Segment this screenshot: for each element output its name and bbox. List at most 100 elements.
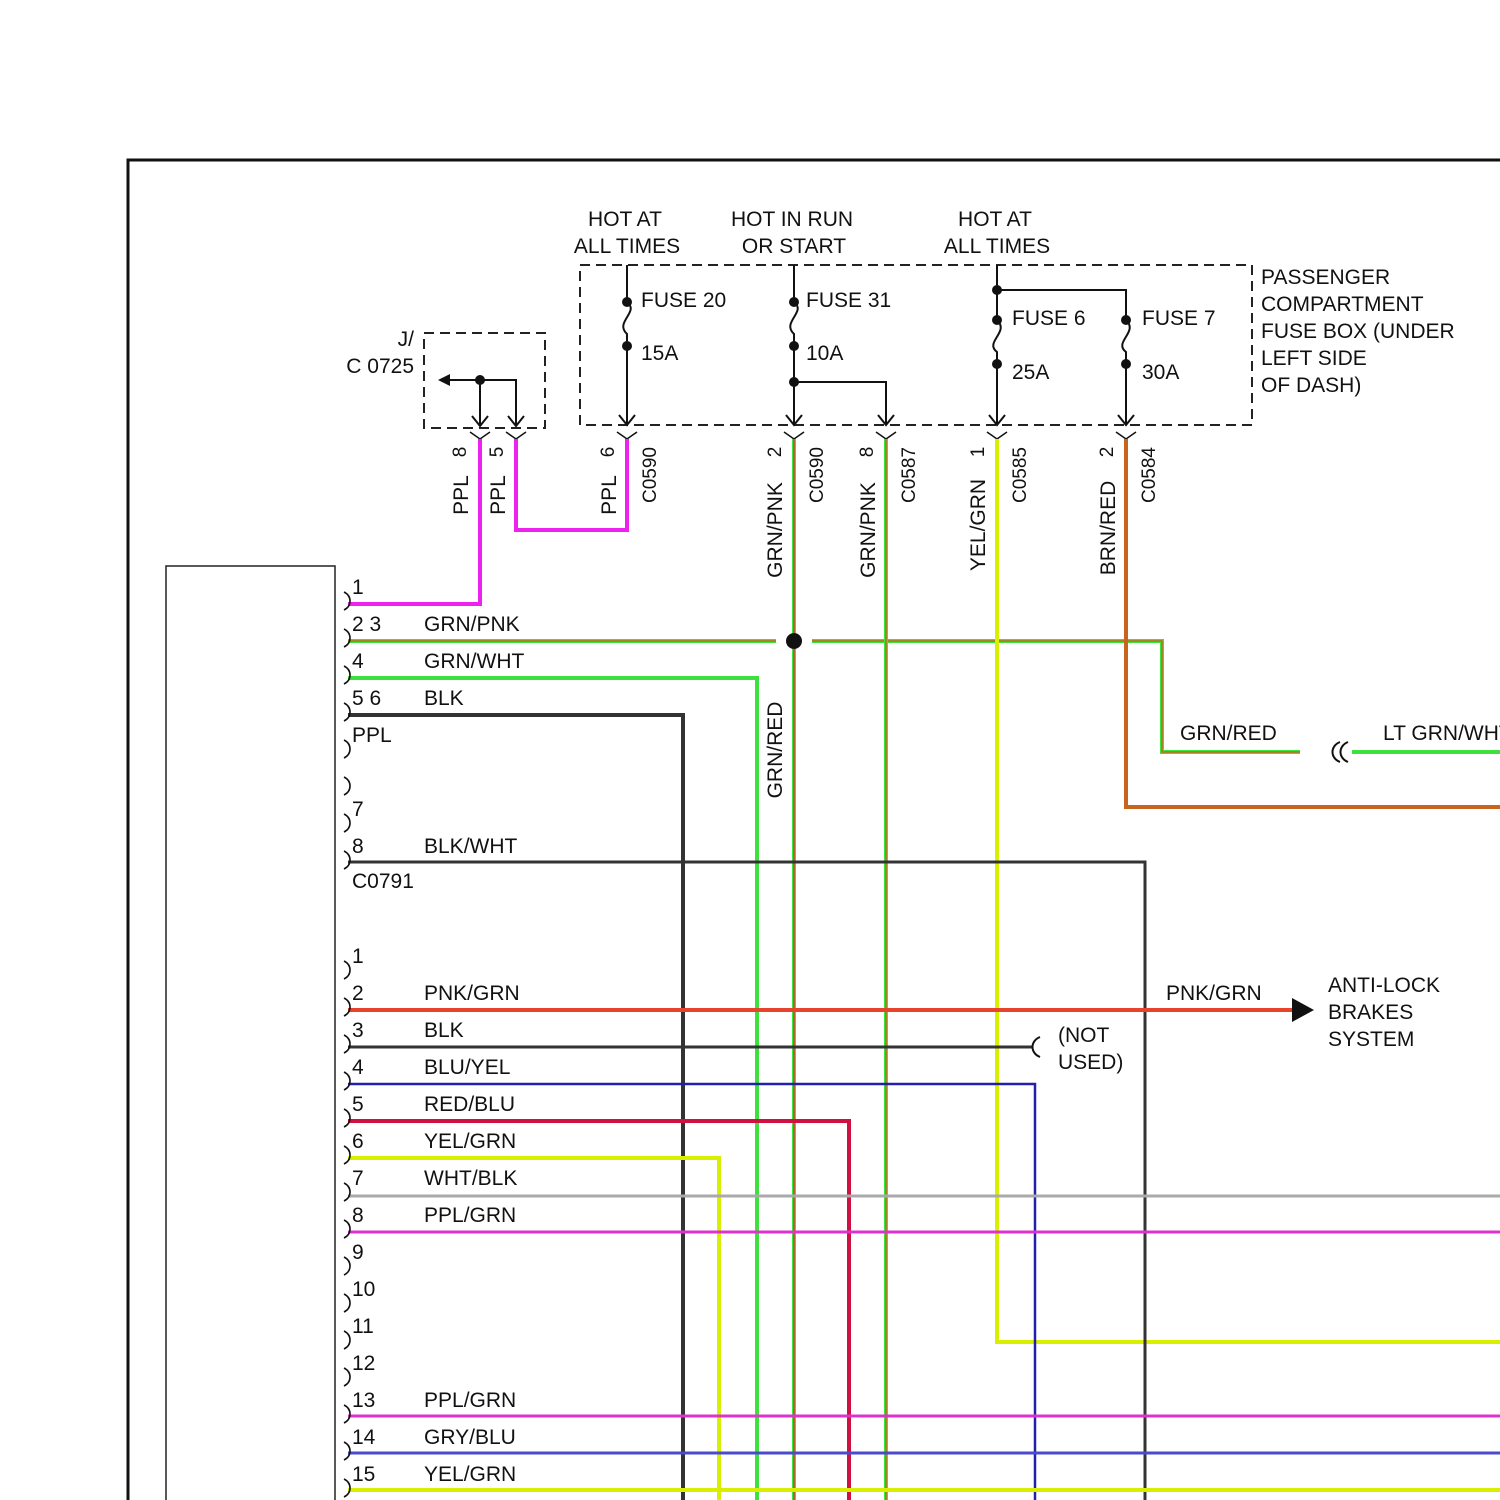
lower-pin-label: 3 — [352, 1019, 364, 1042]
splice-node — [786, 633, 802, 649]
fuse-20-rating: 15A — [641, 342, 678, 365]
fuse6-connector: C0585 — [1010, 447, 1031, 503]
lower-pin-label: 6 — [352, 1130, 364, 1153]
wire-yel-grn-fuse6 — [997, 439, 1500, 1342]
lower-pin-label: 2 — [352, 982, 364, 1005]
junction-arrow-head — [438, 374, 450, 386]
fuse-31-terminal-bottom — [789, 341, 799, 351]
fuse31b-connector: C0587 — [899, 447, 920, 503]
fuse20-pin: 6 — [598, 447, 619, 458]
upper-pin-label: 7 — [352, 798, 364, 821]
lower-pin-label: 1 — [352, 945, 364, 968]
abs-arrow-head — [1292, 998, 1314, 1022]
lower-bracket — [344, 998, 350, 1016]
inline-connector — [1333, 742, 1349, 762]
junction-label-1: J/ — [398, 328, 415, 351]
fuse-box-label-4: LEFT SIDE — [1261, 347, 1367, 370]
lower-pin-label: 12 — [352, 1352, 375, 1375]
lower-pin-label: 10 — [352, 1278, 375, 1301]
fuse-20-terminal-top — [622, 297, 632, 307]
lower-bracket — [344, 961, 350, 979]
fuse20-connector: C0590 — [640, 447, 661, 503]
upper-pin-label: 5 6 — [352, 687, 381, 710]
power-label-hot-in-run-a: HOT IN RUN — [731, 208, 853, 231]
wire-grn-wht — [348, 678, 757, 1500]
fuse-31-name: FUSE 31 — [806, 289, 891, 312]
wire-label-grn-pnk-2: GRN/PNK — [857, 482, 880, 578]
wire-yel-grn-pin6 — [348, 1158, 719, 1500]
junction-internal-wiring — [448, 380, 524, 426]
fuse-split-node — [992, 285, 1002, 295]
wire-blk-pin56 — [348, 715, 683, 1500]
wire-label-yel-grn: YEL/GRN — [967, 479, 990, 571]
fuse6-pin: 1 — [968, 447, 989, 458]
junction-label-2: C 0725 — [346, 355, 414, 378]
lower-bracket — [344, 1294, 350, 1312]
fuse31b-pin: 8 — [857, 447, 878, 458]
fuse-6-7 — [989, 265, 1134, 425]
lower-bracket — [344, 1183, 350, 1201]
wire-label-brn-red: BRN/RED — [1097, 481, 1120, 576]
wire-label-ppl-2: PPL — [487, 475, 510, 515]
right-pnk-grn-label: PNK/GRN — [1166, 982, 1262, 1005]
connector-chevrons — [470, 432, 1136, 439]
lower-wire-label: GRY/BLU — [424, 1426, 516, 1449]
upper-pin-label: 4 — [352, 650, 364, 673]
fuse-7-terminal-top — [1121, 315, 1131, 325]
power-label-hot-in-run-b: OR START — [742, 235, 846, 258]
upper-bracket — [344, 629, 350, 647]
fuse7-connector: C0584 — [1139, 447, 1160, 503]
lower-pin-label: 13 — [352, 1389, 375, 1412]
fuse31-connector: C0590 — [807, 447, 828, 503]
lower-wire-label: WHT/BLK — [424, 1167, 517, 1190]
lower-wire-label: PPL/GRN — [424, 1204, 516, 1227]
power-label-hot-all-times-2a: HOT AT — [958, 208, 1032, 231]
upper-bracket — [344, 851, 350, 869]
fuse-6-name: FUSE 6 — [1012, 307, 1086, 330]
right-lt-grn-label: LT GRN/WHT — [1383, 722, 1500, 745]
fuse-20-terminal-bottom — [622, 341, 632, 351]
lower-pin-label: 15 — [352, 1463, 375, 1486]
lower-bracket — [344, 1331, 350, 1349]
lower-pin-label: 14 — [352, 1426, 376, 1449]
abs-label-2: BRAKES — [1328, 1001, 1413, 1024]
lower-pin-label: 7 — [352, 1167, 364, 1190]
lower-bracket — [344, 1146, 350, 1164]
not-used-label-1: (NOT — [1058, 1024, 1109, 1047]
lower-wire-label: BLK — [424, 1019, 464, 1042]
lower-pin-label: 4 — [352, 1056, 364, 1079]
lower-wire-label: YEL/GRN — [424, 1463, 516, 1486]
wire-ppl-pin1 — [348, 439, 480, 604]
lower-bracket — [344, 1109, 350, 1127]
wire-label-ppl-1: PPL — [450, 475, 473, 515]
upper-connector-pins: 12 3GRN/PNK4GRN/WHT5 6BLKPPL78BLK/WHT — [344, 576, 524, 869]
upper-bracket — [344, 703, 350, 721]
lower-pin-label: 8 — [352, 1204, 364, 1227]
upper-pin-label: 2 3 — [352, 613, 381, 636]
fuse-6-terminal-top — [992, 315, 1002, 325]
fuse-6-terminal-bottom — [992, 359, 1002, 369]
upper-wire-label: GRN/WHT — [424, 650, 524, 673]
lower-wire-label: RED/BLU — [424, 1093, 515, 1116]
fuse-7-rating: 30A — [1142, 361, 1179, 384]
abs-label-3: SYSTEM — [1328, 1028, 1414, 1051]
fuse-31-terminal-top — [789, 297, 799, 307]
fuse-box-label-2: COMPARTMENT — [1261, 293, 1424, 316]
fuse-31-rating: 10A — [806, 342, 843, 365]
fuse7-pin: 2 — [1097, 447, 1118, 458]
lower-bracket — [344, 1368, 350, 1386]
lower-wire-label: YEL/GRN — [424, 1130, 516, 1153]
lower-bracket — [344, 1072, 350, 1090]
lower-pin-label: 5 — [352, 1093, 364, 1116]
lower-pin-label: 11 — [352, 1315, 374, 1338]
upper-pin-label: 1 — [352, 576, 364, 599]
power-label-hot-all-times-1b: ALL TIMES — [574, 235, 680, 258]
abs-label-1: ANTI-LOCK — [1328, 974, 1440, 997]
upper-connector-name: C0791 — [352, 870, 414, 893]
lower-wire-label: PPL/GRN — [424, 1389, 516, 1412]
lower-bracket — [344, 1035, 350, 1053]
upper-bracket — [344, 814, 350, 832]
upper-pin-label: 8 — [352, 835, 364, 858]
lower-bracket — [344, 1220, 350, 1238]
